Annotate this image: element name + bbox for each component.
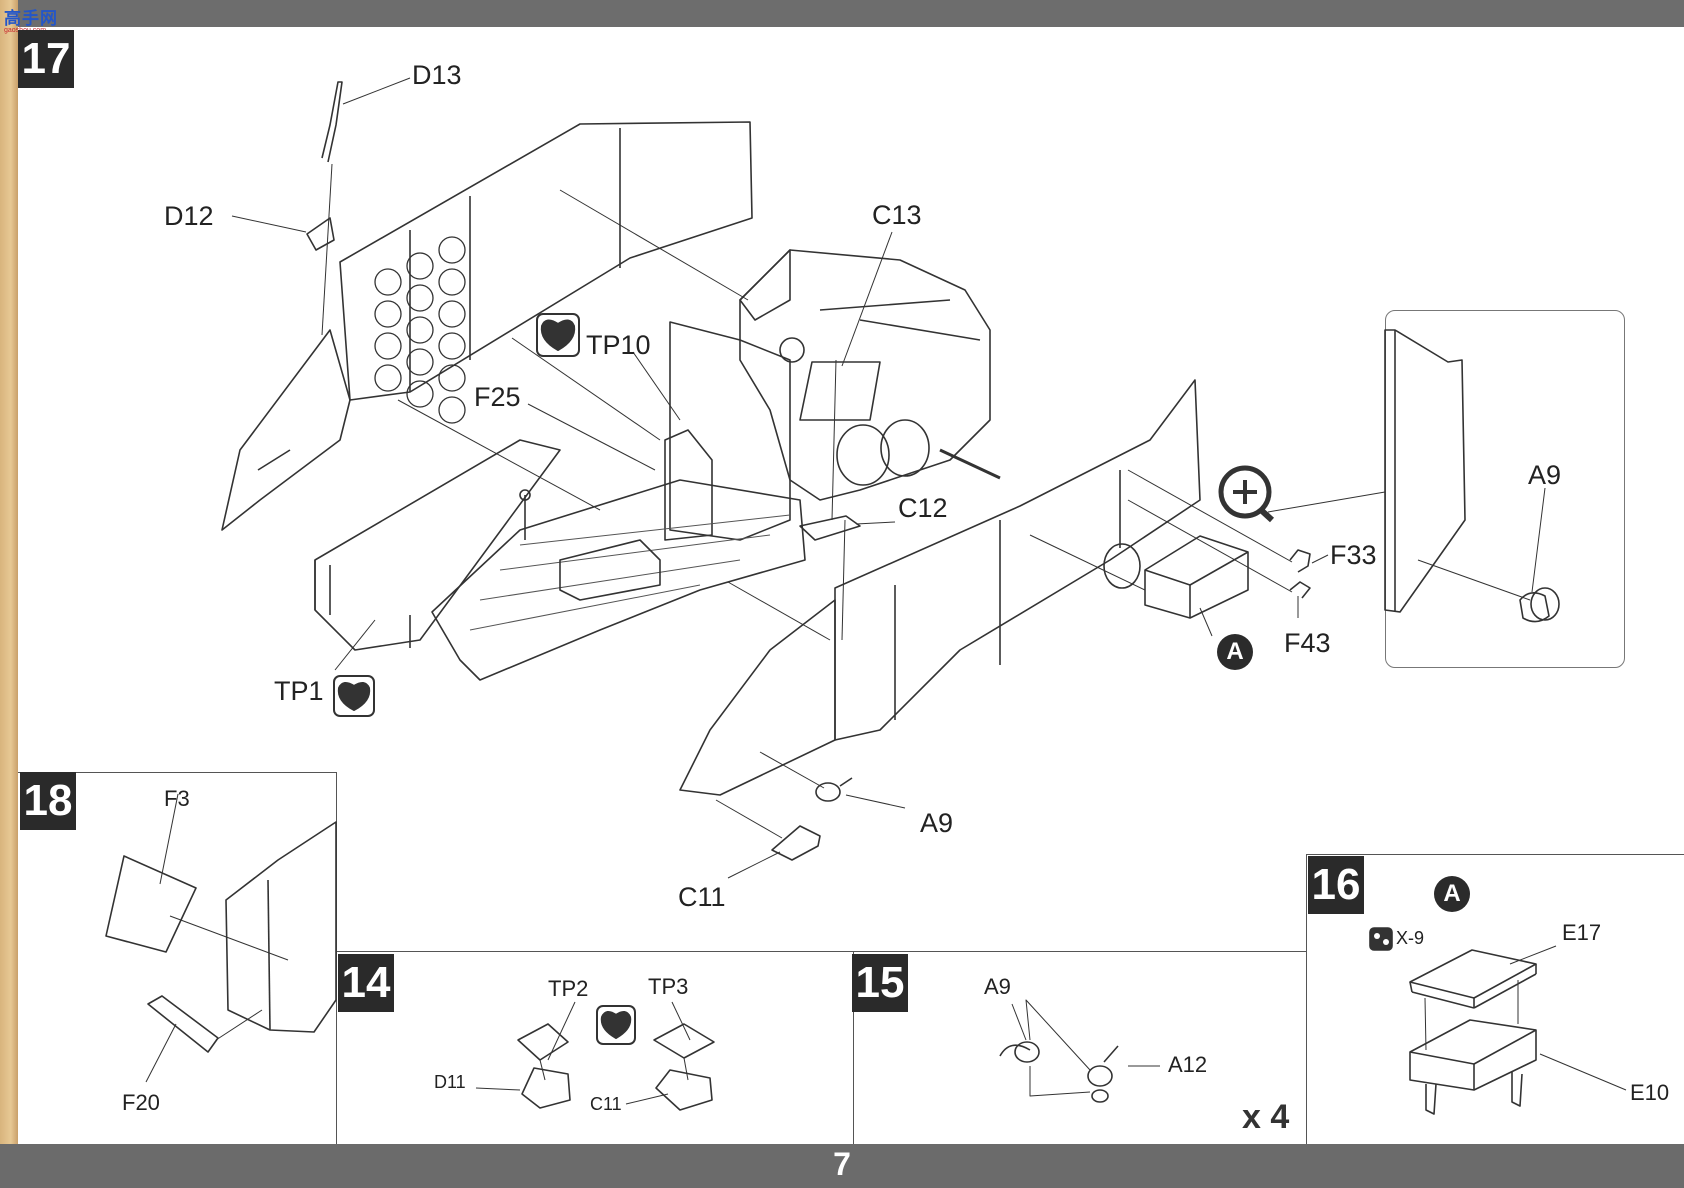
- step-18-number: 18: [20, 772, 76, 830]
- s14-part-d11: [521, 1067, 571, 1109]
- part-a9-hull: [815, 777, 853, 802]
- zoom-magnifier: [1218, 465, 1272, 519]
- panel-step-14: [336, 951, 854, 1145]
- label-f25: F25: [474, 382, 521, 412]
- label-d13: D13: [412, 60, 462, 90]
- label-e10: E10: [1630, 1080, 1670, 1105]
- label-a12: A12: [1168, 1052, 1208, 1077]
- s15-part-a9: [999, 1041, 1040, 1063]
- label-a9-hull: A9: [920, 808, 954, 838]
- s16-ref-icon: [1369, 927, 1393, 951]
- page-number: 7: [833, 1146, 851, 1182]
- label-c13: C13: [872, 200, 922, 230]
- label-x9-ref: X-9: [1396, 928, 1425, 948]
- s14-photo-etch-icon: [596, 1005, 636, 1045]
- assembly-drawing: [105, 77, 1627, 1115]
- part-f33: [1289, 549, 1311, 573]
- label-e17: E17: [1562, 920, 1602, 945]
- label-f43: F43: [1284, 628, 1331, 658]
- engine-block: [739, 249, 1001, 501]
- s18-part-f3: [105, 855, 197, 953]
- hull-right-wall: [834, 379, 1201, 741]
- seat-frame: [664, 429, 713, 541]
- label-a9-s15: A9: [984, 974, 1011, 999]
- subassembly-a-marker: A: [1217, 634, 1253, 670]
- detail-wall: [1384, 329, 1466, 613]
- driver-seat: [559, 539, 661, 601]
- label-tp3: TP3: [648, 974, 689, 999]
- vent-grille: [374, 236, 466, 424]
- label-tp10: TP10: [586, 330, 651, 360]
- stowage-box: [1144, 535, 1249, 619]
- s14-part-tp2: [517, 1023, 569, 1061]
- label-c11-s14: C11: [590, 1094, 622, 1114]
- page-edge: [0, 0, 18, 1188]
- part-c11: [771, 825, 821, 861]
- hull-nose: [679, 599, 836, 796]
- part-f43: [1289, 581, 1311, 599]
- part-d12: [306, 217, 335, 251]
- step-17-number: 17: [18, 30, 74, 88]
- s17-photo-etch-icon-tp1: [333, 675, 375, 717]
- panel-step-16: [1306, 854, 1684, 1145]
- label-f3: F3: [164, 786, 190, 811]
- bottom-bar: [0, 1144, 1684, 1188]
- part-d13: [321, 81, 343, 163]
- quantity-multiplier: x 4: [1242, 1098, 1290, 1136]
- s18-part-f20: [147, 995, 219, 1053]
- s18-hull-front: [225, 821, 337, 1033]
- s15-part-a12: [1087, 1045, 1119, 1103]
- hull-left-door: [221, 329, 351, 531]
- part-a9-detail: [1519, 587, 1560, 623]
- step-15-number: 15: [852, 954, 908, 1012]
- s14-part-c11: [655, 1069, 713, 1111]
- step-16-number: 16: [1308, 856, 1364, 914]
- s16-part-e10: [1409, 1019, 1537, 1115]
- part-c12: [799, 515, 861, 541]
- label-tp1: TP1: [274, 676, 324, 706]
- label-c12: C12: [898, 493, 948, 523]
- step-16-a-marker: A: [1434, 876, 1470, 912]
- logo-text: 高手网: [4, 9, 58, 29]
- label-d11: D11: [434, 1072, 466, 1092]
- s14-part-tp3: [653, 1023, 715, 1059]
- label-c11: C11: [678, 882, 726, 912]
- top-bar: [0, 0, 1684, 27]
- label-tp2: TP2: [548, 976, 589, 1001]
- label-d12: D12: [164, 201, 214, 231]
- label-a9-detail: A9: [1528, 460, 1562, 490]
- hull-left-wall: [339, 121, 753, 401]
- step-14-number: 14: [338, 954, 394, 1012]
- hull-floor: [431, 479, 806, 681]
- s17-photo-etch-icon-tp10: [536, 313, 580, 357]
- seat-back: [669, 321, 791, 541]
- label-f20: F20: [122, 1090, 160, 1115]
- label-f33: F33: [1330, 540, 1377, 570]
- s16-part-e17: [1409, 949, 1537, 1009]
